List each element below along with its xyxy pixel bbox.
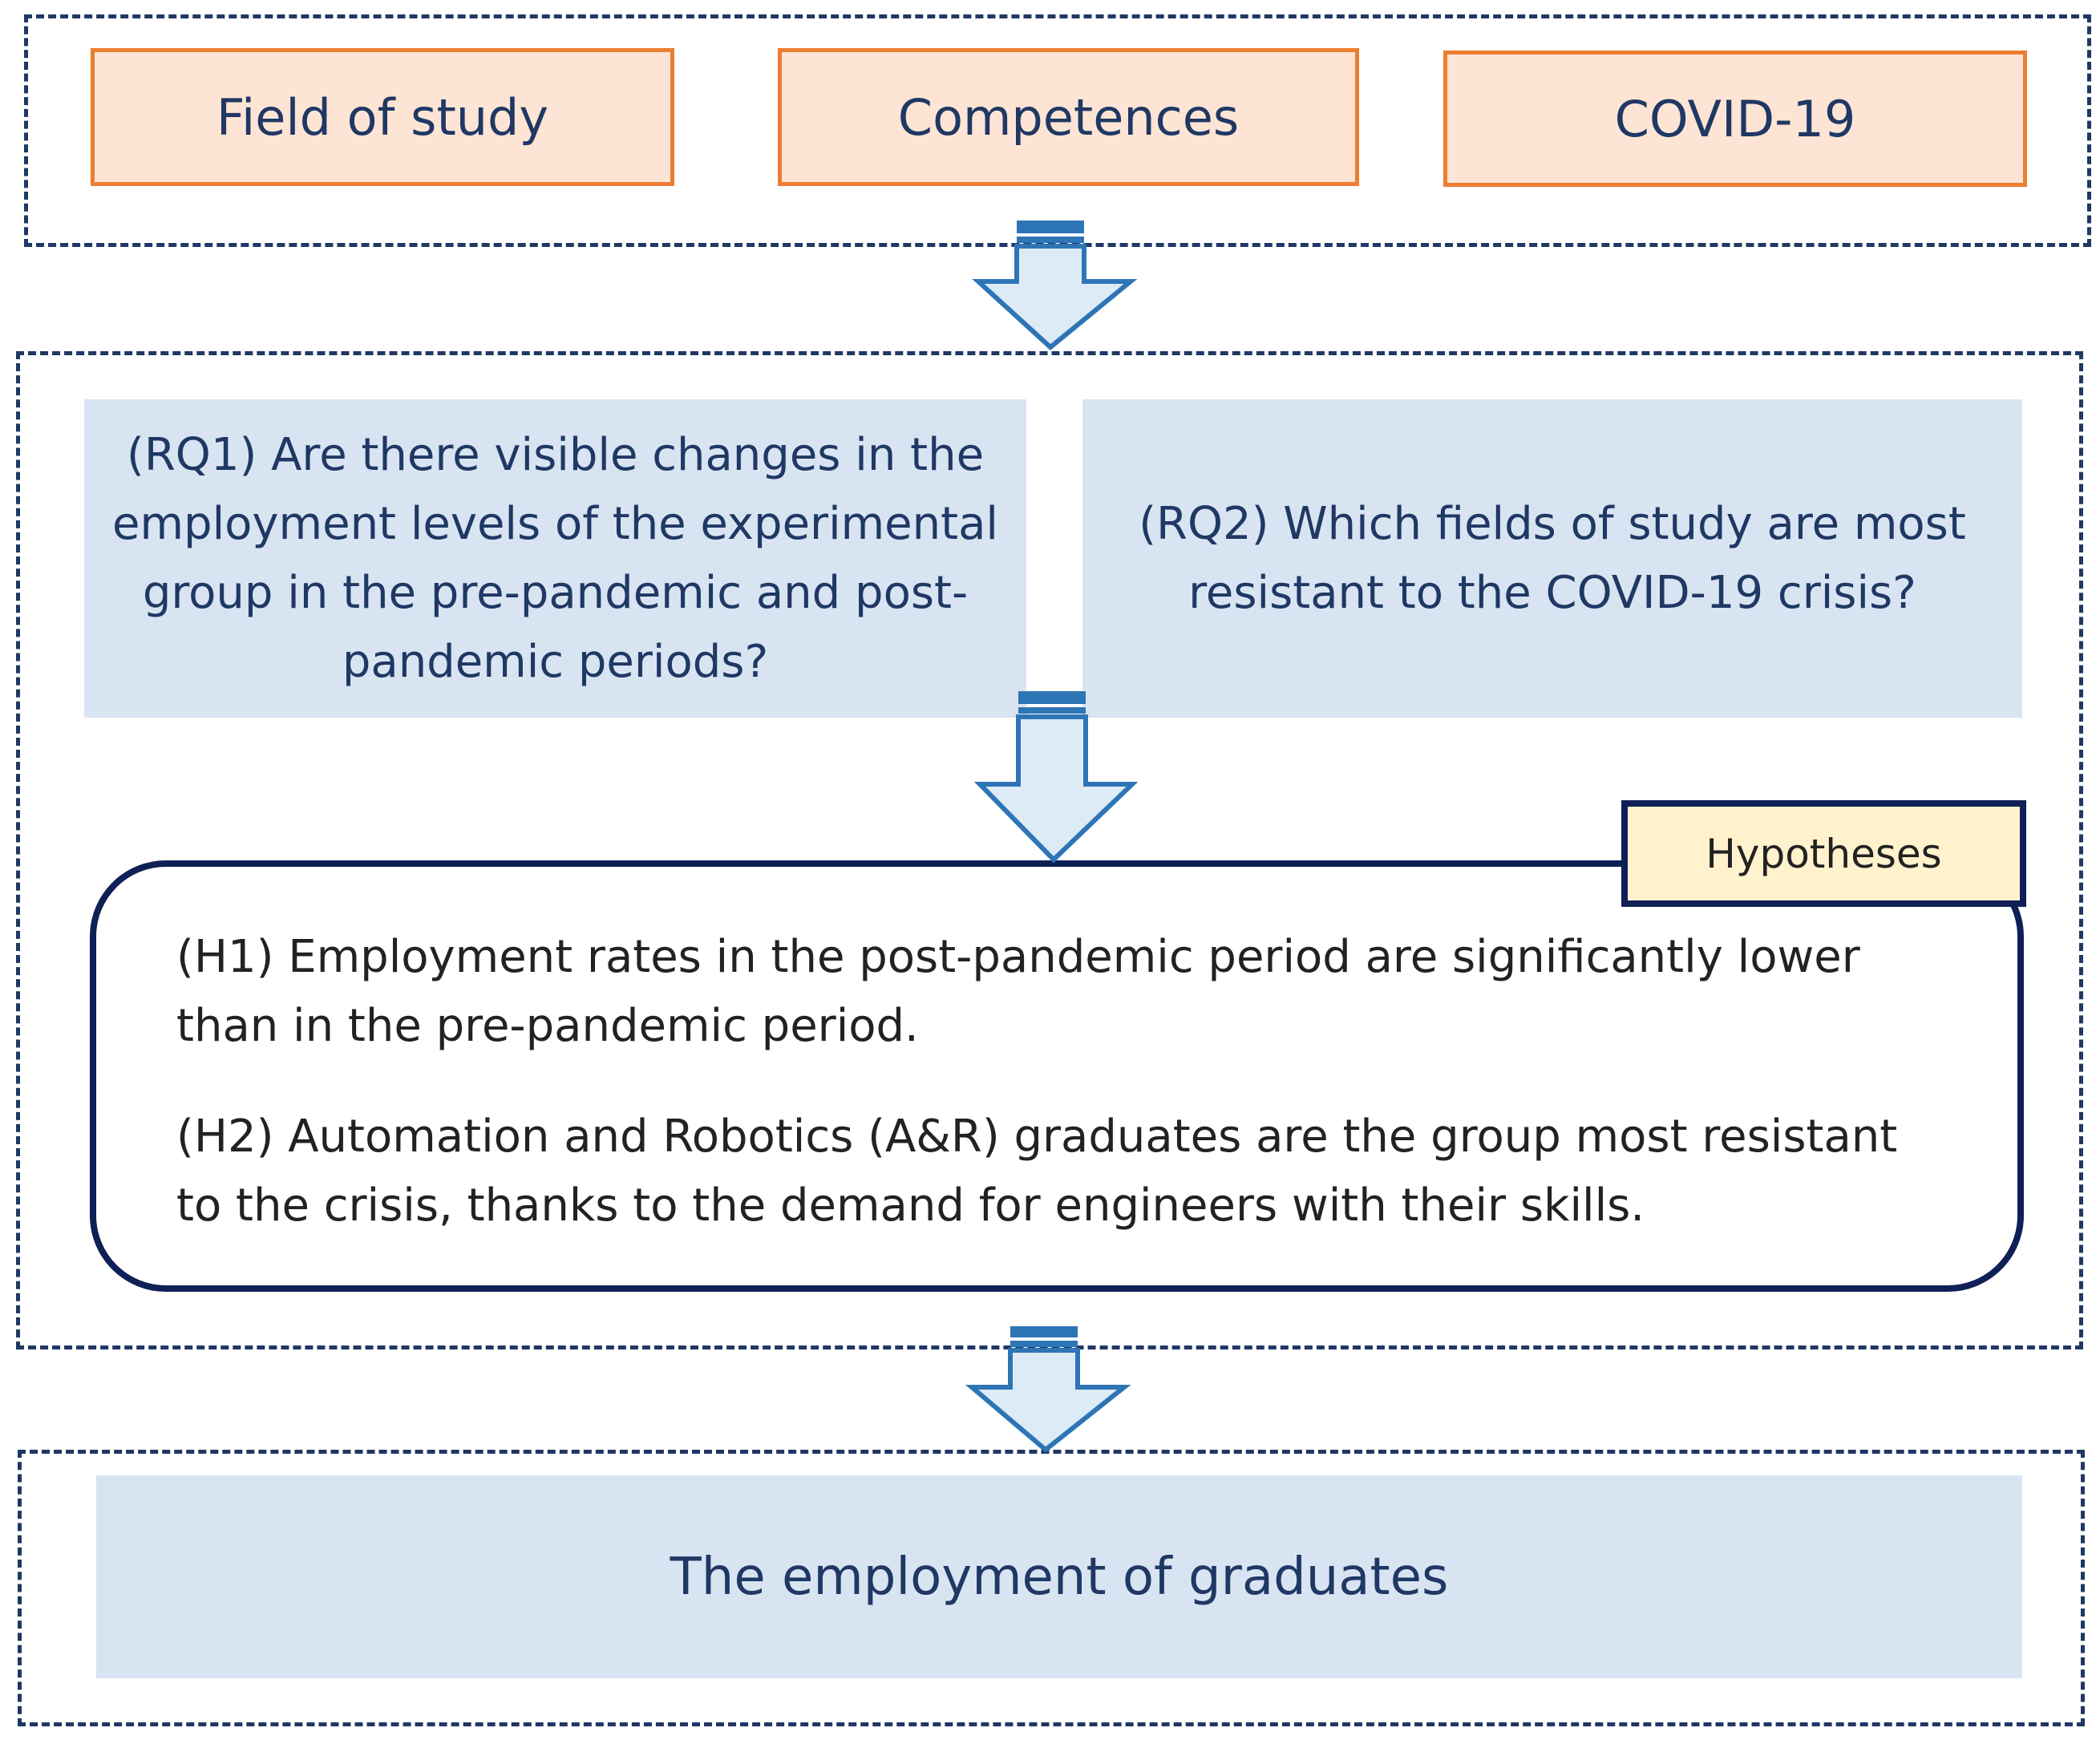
hypotheses-box: (H1) Employment rates in the post-pandem… <box>90 860 2024 1292</box>
research-question-2: (RQ2) Which fields of study are most res… <box>1082 399 2022 718</box>
research-question-1: (RQ1) Are there visible changes in the e… <box>84 399 1026 718</box>
hypothesis-1: (H1) Employment rates in the post-pandem… <box>176 931 1860 1052</box>
outcome-employment-of-graduates: The employment of graduates <box>96 1475 2022 1678</box>
research-group <box>16 351 2083 1349</box>
down-arrow-icon <box>965 1326 1131 1453</box>
down-arrow-icon <box>973 691 1139 864</box>
factor-field-of-study: Field of study <box>91 48 674 186</box>
outcome-group <box>18 1450 2085 1726</box>
factor-competences: Competences <box>778 48 1359 186</box>
down-arrow-icon <box>972 221 1138 350</box>
hypothesis-2: (H2) Automation and Robotics (A&R) gradu… <box>176 1111 1898 1232</box>
factor-covid-19: COVID-19 <box>1443 51 2027 187</box>
hypotheses-label: Hypotheses <box>1621 800 2026 907</box>
